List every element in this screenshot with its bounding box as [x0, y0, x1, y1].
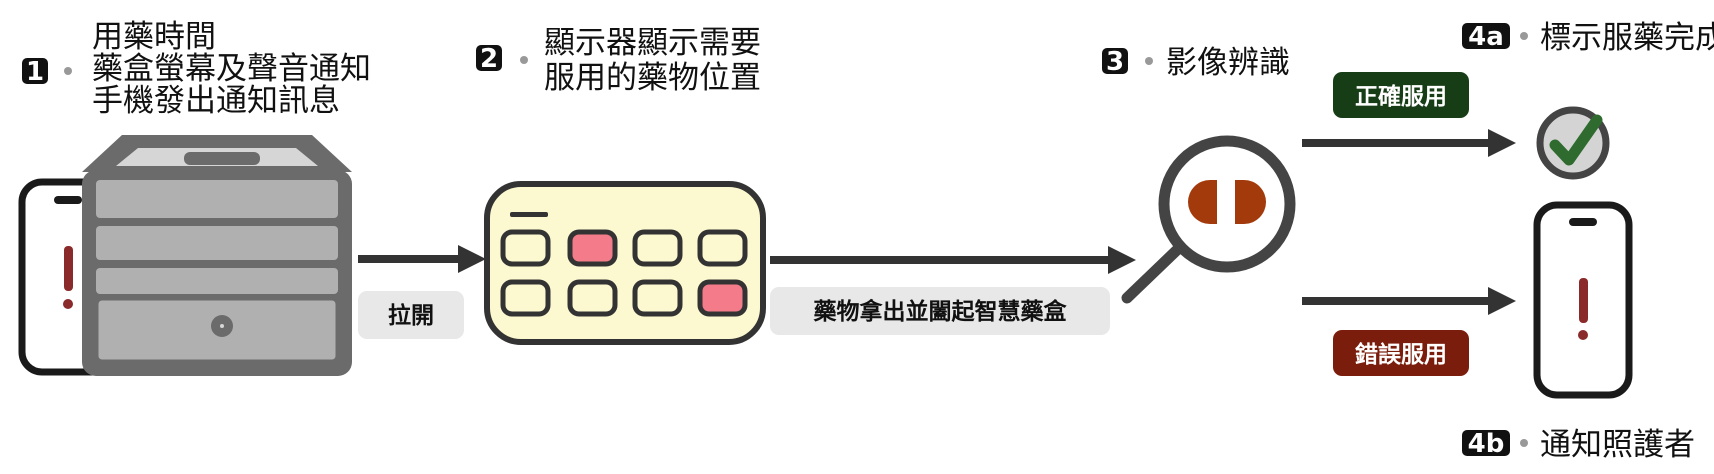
- check-icon: [1536, 106, 1610, 180]
- magnifier-icon: [1121, 135, 1296, 304]
- step-4b-badge-number: 4b: [1468, 429, 1505, 459]
- alert-icon: [64, 246, 73, 291]
- step-4b: 4b 通知照護者: [1462, 427, 1695, 463]
- step-1-line-2: 藥盒螢幕及聲音通知: [92, 51, 371, 87]
- label-take-and-close: 藥物拿出並闔起智慧藥盒: [770, 287, 1110, 335]
- step-4a: 4a 標示服藥完成: [1462, 20, 1714, 56]
- step-4a-badge: [1462, 23, 1510, 49]
- step-1-badge-number: 1: [26, 57, 44, 87]
- slot: [567, 279, 618, 317]
- step-1-badge: [22, 58, 48, 84]
- slot: [632, 279, 683, 317]
- alert-icon: [1579, 278, 1588, 323]
- step-3-badge-number: 3: [1106, 47, 1124, 77]
- step-4a-dot: [1520, 32, 1528, 40]
- step-3: 3 影像辨識: [1102, 45, 1290, 81]
- pill-icon: [1188, 180, 1266, 224]
- phone-icon: [1533, 201, 1633, 399]
- svg-text:正確服用: 正確服用: [1355, 83, 1447, 110]
- step-1: 1 用藥時間 藥盒螢幕及聲音通知 手機發出通知訊息: [22, 19, 371, 119]
- step-3-line-1: 影像辨識: [1166, 45, 1290, 81]
- display-icon: [484, 181, 766, 345]
- arrow-correct: [1302, 129, 1516, 157]
- slot: [632, 229, 683, 267]
- step-2-badge-number: 2: [480, 44, 498, 74]
- label-open-drawer: 拉開: [358, 291, 464, 339]
- step-4b-line-1: 通知照護者: [1540, 427, 1695, 463]
- step-1-line-1: 用藥時間: [92, 19, 216, 55]
- result-correct-badge: 正確服用: [1333, 72, 1469, 118]
- slot: [500, 229, 551, 267]
- slot: [500, 279, 551, 317]
- step-2-line-2: 服用的藥物位置: [544, 60, 761, 96]
- step-4b-badge: [1462, 430, 1510, 456]
- pillbox-icon: [82, 135, 352, 376]
- result-wrong-badge: 錯誤服用: [1333, 330, 1469, 376]
- slot-highlighted: [567, 229, 618, 267]
- step-4a-line-1: 標示服藥完成: [1540, 20, 1714, 56]
- step-2-dot: [520, 56, 528, 64]
- svg-text:拉開: 拉開: [388, 302, 434, 329]
- step-2: 2 顯示器顯示需要 服用的藥物位置: [476, 25, 761, 96]
- step-2-line-1: 顯示器顯示需要: [544, 25, 761, 61]
- step-3-badge: [1102, 48, 1128, 74]
- slot: [697, 229, 748, 267]
- slot-highlighted: [697, 279, 748, 317]
- arrow-take-and-close: [770, 246, 1136, 274]
- svg-text:錯誤服用: 錯誤服用: [1355, 341, 1447, 368]
- step-4a-badge-number: 4a: [1468, 22, 1504, 52]
- step-1-dot: [64, 67, 72, 75]
- arrow-open: [358, 245, 486, 273]
- step-3-dot: [1145, 57, 1153, 65]
- step-4b-dot: [1520, 439, 1528, 447]
- step-1-line-3: 手機發出通知訊息: [92, 83, 340, 119]
- svg-text:藥物拿出並闔起智慧藥盒: 藥物拿出並闔起智慧藥盒: [813, 298, 1068, 325]
- step-2-badge: [476, 45, 502, 71]
- arrow-wrong: [1302, 287, 1516, 315]
